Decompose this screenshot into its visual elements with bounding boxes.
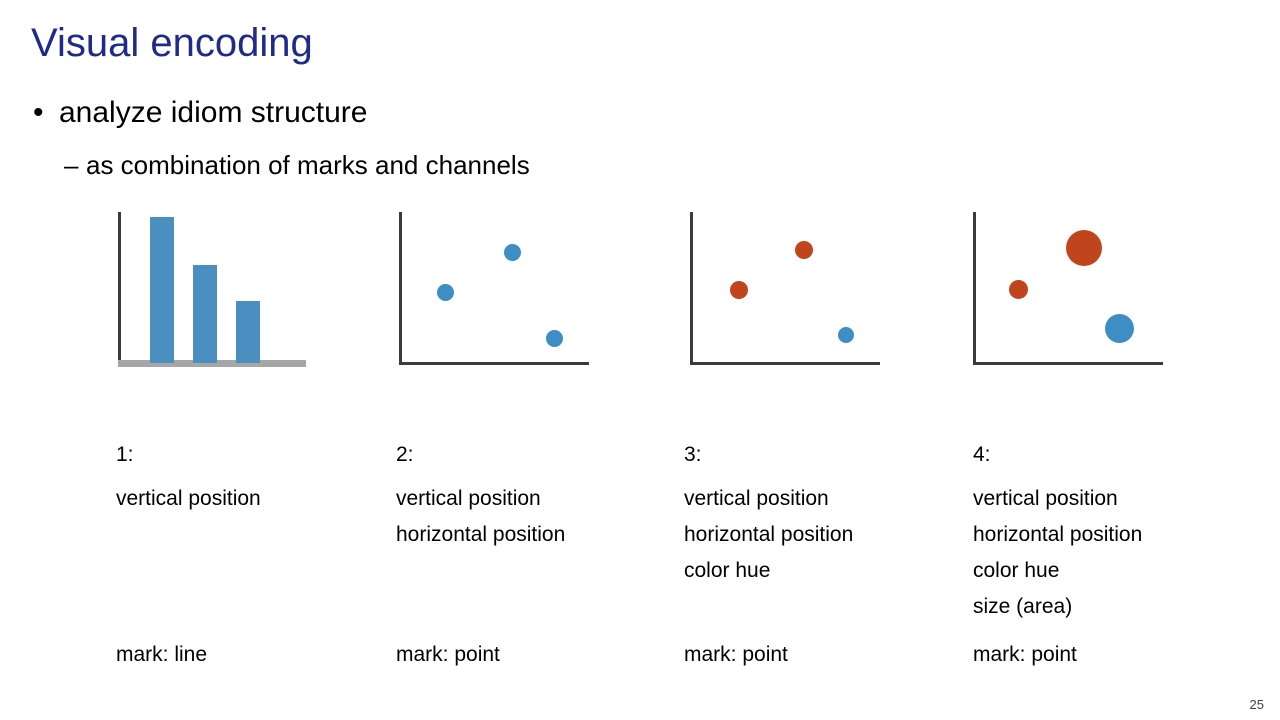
bullet-level-2-text: as combination of marks and channels: [86, 150, 530, 180]
caption-channel: vertical position: [973, 487, 1118, 510]
y-axis-line: [399, 212, 402, 364]
bullet-marker: •: [33, 96, 44, 129]
mark-label-panel-4: mark: point: [973, 643, 1077, 666]
point-mark: [795, 241, 813, 259]
y-axis-line: [973, 212, 976, 364]
bullet-level-2: –as combination of marks and channels: [64, 150, 530, 181]
x-axis-line: [973, 362, 1163, 365]
x-axis-line: [399, 362, 589, 365]
bullet-level-1: • analyze idiom structure: [33, 96, 367, 130]
caption-number: 3:: [684, 443, 702, 466]
point-mark: [1009, 280, 1028, 299]
caption-channel: horizontal position: [684, 523, 854, 546]
bar-mark: [236, 301, 260, 363]
bar-mark: [150, 217, 174, 363]
caption-panel-2: 2: vertical position horizontal position: [396, 437, 565, 553]
caption-channel: size (area): [973, 595, 1073, 618]
bar-mark: [193, 265, 217, 363]
point-mark: [437, 284, 454, 301]
mark-label-panel-2: mark: point: [396, 643, 500, 666]
caption-channel: vertical position: [116, 487, 261, 510]
figure-panel-4: [973, 212, 1193, 377]
caption-channel: horizontal position: [396, 523, 566, 546]
point-mark: [838, 327, 854, 343]
x-axis-line: [118, 360, 306, 367]
figure-panel-2: [399, 212, 619, 377]
caption-channel: horizontal position: [973, 523, 1143, 546]
caption-number: 4:: [973, 443, 991, 466]
mark-label-panel-1: mark: line: [116, 643, 208, 666]
page-number: 25: [1249, 697, 1264, 712]
point-mark: [1105, 314, 1134, 343]
figure-panel-1: [118, 212, 338, 377]
caption-number: 1:: [116, 443, 134, 466]
figure-panel-3: [690, 212, 910, 377]
bullet-level-1-text: analyze idiom structure: [59, 96, 368, 129]
caption-number: 2:: [396, 443, 414, 466]
mark-label-panel-3: mark: point: [684, 643, 788, 666]
caption-channel: vertical position: [684, 487, 829, 510]
y-axis-line: [118, 212, 121, 364]
caption-panel-3: 3: vertical position horizontal position…: [684, 437, 853, 589]
caption-channel: vertical position: [396, 487, 541, 510]
y-axis-line: [690, 212, 693, 364]
point-mark: [730, 281, 748, 299]
bullet-dash-marker: –: [64, 150, 79, 180]
caption-panel-4: 4: vertical position horizontal position…: [973, 437, 1142, 625]
caption-panel-1: 1: vertical position: [116, 437, 261, 517]
point-mark: [504, 244, 521, 261]
x-axis-line: [690, 362, 880, 365]
caption-channel: color hue: [684, 559, 771, 582]
point-mark: [1066, 230, 1102, 266]
point-mark: [546, 330, 563, 347]
caption-channel: color hue: [973, 559, 1060, 582]
page-title: Visual encoding: [31, 21, 313, 65]
